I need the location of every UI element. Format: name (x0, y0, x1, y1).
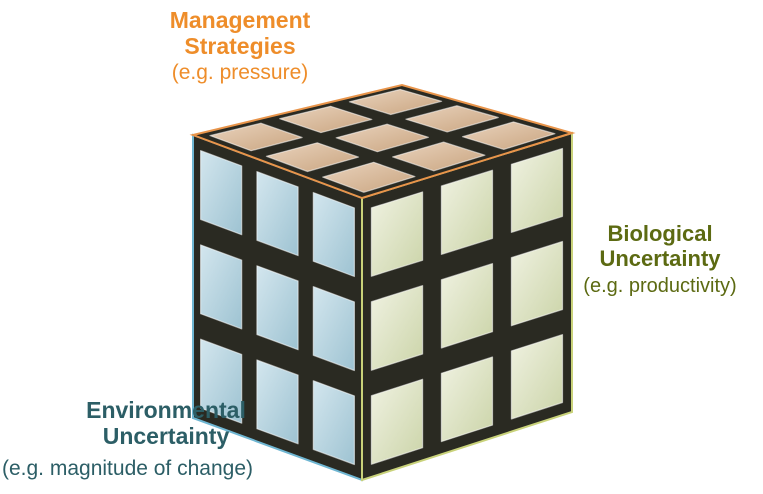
left-face-cubie (312, 191, 355, 278)
left-face-cubie (256, 359, 299, 445)
environmental-uncertainty-label: Environmental Uncertainty (e.g. magnitud… (0, 397, 312, 480)
environmental-example: (e.g. magnitude of change) (2, 456, 253, 480)
top-face-cubie (335, 123, 429, 153)
left-face-cubie (200, 338, 243, 424)
cube-face-environmental (192, 133, 363, 482)
top-face-cubie (461, 121, 556, 150)
right-face-cubie (370, 378, 424, 465)
cube-face-biological (361, 131, 573, 482)
right-face-cubie (510, 147, 564, 233)
environmental-title-line1: Environmental (86, 397, 246, 423)
top-face-cubie (209, 122, 303, 152)
top-face-cubie (265, 142, 360, 173)
management-example: (e.g. pressure) (171, 60, 309, 84)
right-face-cubie (510, 240, 564, 327)
biological-example: (e.g. productivity) (583, 275, 737, 298)
left-face-cubie (312, 380, 355, 466)
environmental-title-line2: Uncertainty (102, 422, 230, 449)
biological-uncertainty-label: Biological Uncertainty (e.g. productivit… (560, 221, 760, 298)
management-strategies-label: Management Strategies (e.g. pressure) (140, 7, 340, 84)
top-face-cubie (322, 161, 416, 193)
left-face-cubie (312, 286, 355, 372)
top-face-cubie (392, 141, 486, 172)
left-face-cubie (200, 244, 243, 330)
biological-title-line2: Uncertainty (599, 245, 721, 271)
right-face-cubie (510, 334, 564, 420)
left-face-cubie (256, 265, 299, 351)
right-face-cubie (370, 191, 424, 277)
left-face-cubie (200, 150, 243, 236)
top-face-cubie (348, 88, 443, 116)
left-face-cubie (256, 171, 299, 257)
top-face-cubie (279, 105, 373, 134)
right-face-cubie (440, 356, 494, 443)
management-title-line1: Management (169, 7, 311, 33)
top-face-cubie (405, 105, 499, 133)
biological-title-line1: Biological (607, 221, 713, 246)
right-face-cubie (440, 263, 494, 349)
right-face-cubie (370, 285, 424, 371)
management-title-line2: Strategies (184, 32, 296, 59)
right-face-cubie (440, 169, 494, 255)
cube-face-management (189, 83, 576, 200)
